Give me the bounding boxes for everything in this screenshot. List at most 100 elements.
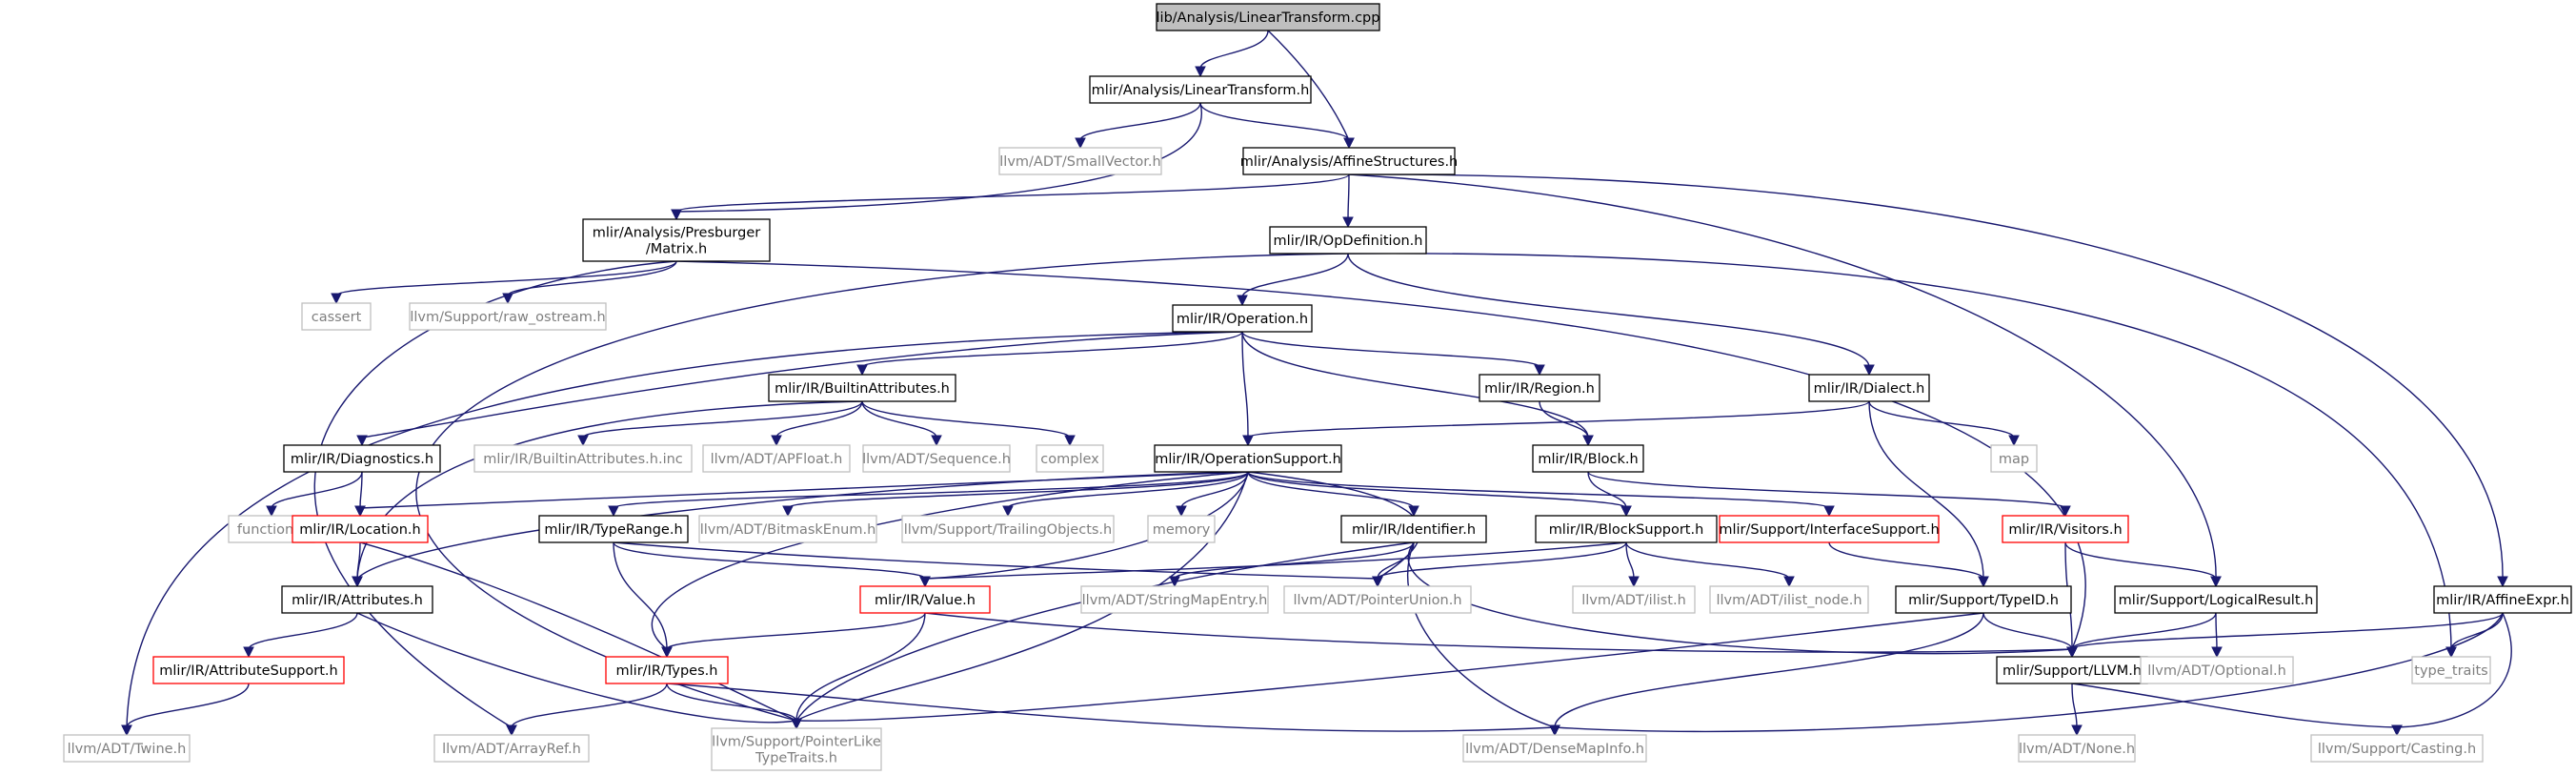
edge-arrowhead-builtinattr-to-complex: [1064, 435, 1076, 447]
node-block[interactable]: mlir/IR/Block.h: [1532, 444, 1644, 473]
nodes-layer: lib/Analysis/LinearTransform.cpp mlir/Ana…: [63, 3, 2572, 771]
node-box: [1147, 515, 1216, 543]
edge-typeid-to-ptrlike: [795, 612, 1984, 722]
node-label: mlir/Support/InterfaceSupport.h: [1719, 522, 1939, 538]
edge-dialect-to-typeid: [1868, 400, 1984, 580]
edge-arrowhead-opdef-to-dialect: [1863, 364, 1875, 377]
node-box: [301, 302, 372, 331]
node-box: [2114, 585, 2318, 614]
node-lt[interactable]: mlir/Analysis/LinearTransform.h: [1089, 75, 1312, 104]
edge-diagnostics-to-functional: [271, 471, 363, 509]
node-box: [1269, 226, 1427, 255]
edge-builtinattr-to-apfloat: [775, 400, 863, 438]
node-logicalresult[interactable]: mlir/Support/LogicalResult.h: [2114, 585, 2318, 614]
node-box: [2018, 734, 2136, 763]
node-label: mlir/IR/BuiltinAttributes.h.inc: [483, 452, 683, 467]
node-box: [281, 585, 433, 614]
node-diagnostics[interactable]: mlir/IR/Diagnostics.h: [283, 444, 441, 473]
node-attrsupport[interactable]: mlir/IR/AttributeSupport.h: [152, 656, 345, 684]
node-label: mlir/IR/Visitors.h: [2008, 522, 2122, 538]
node-blocksupport[interactable]: mlir/IR/BlockSupport.h: [1535, 515, 1718, 543]
node-label: llvm/ADT/Optional.h: [2147, 663, 2286, 679]
edge-matrix-to-arrayref: [313, 260, 677, 728]
node-box: [711, 727, 882, 771]
edge-affstruct-to-opdef: [1347, 173, 1350, 220]
edge-arrowhead-block-to-visitors: [2060, 505, 2071, 518]
node-opdef[interactable]: mlir/IR/OpDefinition.h: [1269, 226, 1427, 255]
edge-identifier-to-strmapentry: [1174, 541, 1415, 580]
node-operation[interactable]: mlir/IR/Operation.h: [1172, 304, 1313, 333]
edge-arrowhead-blocksupport-to-ilist: [1628, 576, 1640, 588]
node-typerange[interactable]: mlir/IR/TypeRange.h: [538, 515, 689, 543]
node-location[interactable]: mlir/IR/Location.h: [292, 515, 429, 543]
node-label: mlir/IR/TypeRange.h: [544, 522, 682, 538]
node-box: [409, 302, 607, 331]
edge-arrowhead-affstruct-to-affineexpr: [2497, 576, 2508, 588]
node-ifacesupport[interactable]: mlir/Support/InterfaceSupport.h: [1719, 515, 1940, 543]
node-visitors[interactable]: mlir/IR/Visitors.h: [2002, 515, 2129, 543]
node-label: TypeTraits.h: [755, 751, 837, 766]
edge-affineexpr-to-densemapinfo: [1554, 612, 2504, 732]
node-box: [859, 585, 991, 614]
node-typeid[interactable]: mlir/Support/TypeID.h: [1895, 585, 2072, 614]
node-box: [2310, 734, 2484, 763]
node-box: [283, 444, 441, 473]
node-value[interactable]: mlir/IR/Value.h: [859, 585, 991, 614]
node-smallvec: llvm/ADT/SmallVector.h: [998, 147, 1162, 175]
edge-arrowhead-builtinattr-to-sequence: [931, 435, 942, 447]
node-label: mlir/IR/AttributeSupport.h: [159, 663, 337, 679]
edge-opsupport-to-attributes: [356, 471, 1249, 580]
edge-blocksupport-to-ilist: [1625, 541, 1635, 580]
edge-attrsupport-to-twine: [126, 683, 250, 728]
node-bitmask: llvm/ADT/BitmaskEnum.h: [698, 515, 877, 543]
edge-arrowhead-location-to-attributes: [352, 576, 363, 588]
edge-typeid-to-llvmh: [1982, 612, 2073, 650]
node-twine: llvm/ADT/Twine.h: [63, 734, 191, 763]
node-box: [1535, 515, 1718, 543]
node-label: mlir/IR/Attributes.h: [292, 593, 423, 608]
edge-operation-to-diagnostics: [361, 331, 1243, 438]
node-llvmh[interactable]: mlir/Support/LLVM.h: [1996, 656, 2148, 684]
edge-arrowhead-attrsupport-to-twine: [121, 724, 132, 737]
node-builtinattr[interactable]: mlir/IR/BuiltinAttributes.h: [768, 374, 956, 402]
node-label: mlir/Support/TypeID.h: [1908, 593, 2059, 608]
node-box: [1709, 585, 1869, 614]
node-map: map: [1990, 444, 2038, 473]
edge-arrowhead-affstruct-to-matrix: [671, 209, 682, 221]
edge-opsupport-to-typerange: [613, 471, 1249, 509]
node-rawos: llvm/Support/raw_ostream.h: [409, 302, 607, 331]
node-cassert: cassert: [301, 302, 372, 331]
node-label: llvm/ADT/DenseMapInfo.h: [1465, 742, 1644, 757]
node-box: [63, 734, 191, 763]
node-memory: memory: [1147, 515, 1216, 543]
edge-arrowhead-types-to-densemapinfo: [1549, 724, 1560, 737]
node-types[interactable]: mlir/IR/Types.h: [605, 656, 729, 684]
node-attributes[interactable]: mlir/IR/Attributes.h: [281, 585, 433, 614]
node-box: [1089, 75, 1312, 104]
edge-arrowhead-logicalresult-to-optional: [2211, 646, 2223, 659]
node-box: [2002, 515, 2129, 543]
node-affineexpr[interactable]: mlir/IR/AffineExpr.h: [2433, 585, 2572, 614]
node-identifier[interactable]: mlir/IR/Identifier.h: [1340, 515, 1487, 543]
node-dialect[interactable]: mlir/IR/Dialect.h: [1808, 374, 1930, 402]
node-label: llvm/Support/raw_ostream.h: [410, 310, 605, 325]
node-label: llvm/ADT/APFloat.h: [711, 452, 843, 467]
node-affstruct[interactable]: mlir/Analysis/AffineStructures.h: [1240, 147, 1459, 175]
edge-arrowhead-operation-to-region: [1534, 364, 1545, 377]
node-region[interactable]: mlir/IR/Region.h: [1479, 374, 1600, 402]
node-box: [1572, 585, 1696, 614]
edge-arrowhead-opsupport-to-ifacesupport: [1823, 505, 1835, 518]
edge-attributes-to-ptrlike: [356, 612, 797, 724]
edge-dialect-to-map: [1868, 400, 2015, 438]
node-opsupport[interactable]: mlir/IR/OperationSupport.h: [1154, 444, 1342, 473]
node-label: cassert: [312, 310, 362, 325]
edge-types-to-densemapinfo: [666, 683, 1556, 732]
edge-opsupport-to-ifacesupport: [1247, 471, 1830, 509]
edge-arrowhead-opdef-to-operation: [1237, 295, 1248, 307]
node-label: mlir/IR/Diagnostics.h: [291, 452, 433, 467]
node-box: [1036, 444, 1104, 473]
node-matrix[interactable]: mlir/Analysis/Presburger/Matrix.h: [582, 218, 771, 262]
node-label: llvm/Support/TrailingObjects.h: [904, 522, 1112, 538]
node-root[interactable]: lib/Analysis/LinearTransform.cpp: [1156, 3, 1380, 31]
edge-block-to-visitors: [1587, 471, 2066, 509]
